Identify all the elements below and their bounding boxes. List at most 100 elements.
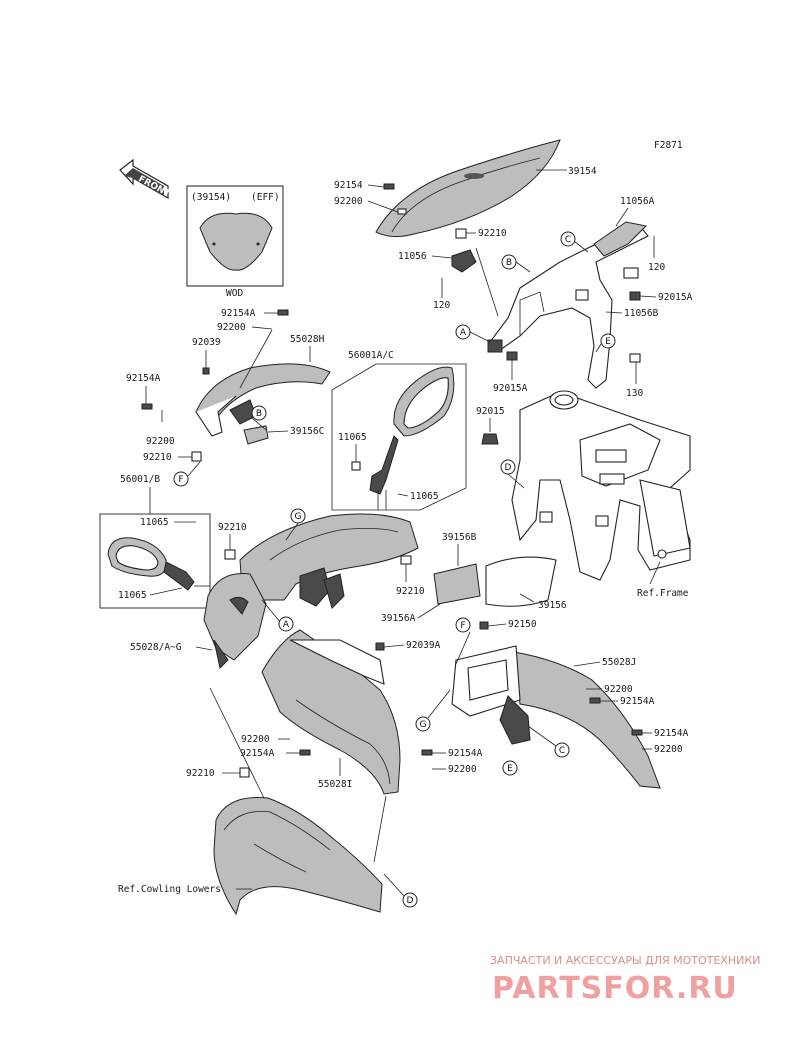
front-arrow-icon: FRONT <box>119 158 172 200</box>
bolt-icon <box>383 183 395 190</box>
mirror-box-56001B <box>99 513 211 609</box>
label-56001B: 56001/B <box>120 474 160 485</box>
label-92154A-4: 92154A <box>654 728 689 739</box>
svg-text:F: F <box>178 475 183 485</box>
label-55028H: 55028H <box>290 334 325 345</box>
callout-f2: F <box>455 617 471 633</box>
callout-c1: C <box>560 231 576 247</box>
label-92154A-6: 92154A <box>448 748 483 759</box>
callout-f1: F <box>173 471 189 487</box>
label-92150: 92150 <box>508 619 537 630</box>
label-92210-3: 92210 <box>218 522 247 533</box>
svg-text:C: C <box>565 235 571 245</box>
bracket-11056 <box>451 249 477 273</box>
label-39156: 39156 <box>538 600 567 611</box>
label-11056A: 11056A <box>620 196 655 207</box>
label-92039: 92039 <box>192 337 221 348</box>
svg-text:F: F <box>460 621 465 631</box>
inner-cover-55028H <box>195 363 331 445</box>
label-92200-top: 92200 <box>334 196 363 207</box>
label-92015A-1: 92015A <box>658 292 693 303</box>
label-11056: 11056 <box>398 251 427 262</box>
lower-cowling-reference <box>213 796 383 916</box>
label-92210-4: 92210 <box>396 586 425 597</box>
pad-39156B <box>433 563 481 605</box>
label-ref-cowling: Ref.Cowling Lowers <box>118 884 221 895</box>
frame-reference <box>511 390 691 581</box>
label-11065-c: 11065 <box>140 517 169 528</box>
side-cover-55028J <box>451 645 661 789</box>
svg-text:E: E <box>507 764 513 774</box>
callout-g1: G <box>290 508 306 524</box>
label-120-left: 120 <box>433 300 450 311</box>
inset-caption: WOD <box>226 288 243 299</box>
label-39156B: 39156B <box>442 532 477 543</box>
callout-c2: C <box>554 742 570 758</box>
label-11065-a: 11065 <box>338 432 367 443</box>
side-cover-55028A-G <box>203 572 267 670</box>
label-55028AG: 55028/A~G <box>130 642 182 653</box>
label-92015A-2: 92015A <box>493 383 528 394</box>
callout-b1: B <box>501 254 517 270</box>
watermark-tagline: ЗАПЧАСТИ И АКСЕССУАРЫ ДЛЯ МОТОТЕХНИКИ <box>490 954 760 967</box>
callout-a1: A <box>455 324 471 340</box>
inset-part: (39154) <box>191 192 231 203</box>
svg-text:D: D <box>407 896 414 906</box>
label-92154A-2: 92154A <box>126 373 161 384</box>
label-92200-4: 92200 <box>654 744 683 755</box>
label-55028J: 55028J <box>602 657 636 668</box>
svg-text:D: D <box>505 463 512 473</box>
label-39156C: 39156C <box>290 426 324 437</box>
label-92154A-5: 92154A <box>240 748 275 759</box>
label-92154-top: 92154 <box>334 180 363 191</box>
label-92200-1: 92200 <box>217 322 246 333</box>
watermark: ЗАПЧАСТИ И АКСЕССУАРЫ ДЛЯ МОТОТЕХНИКИ PA… <box>490 954 760 1006</box>
svg-text:C: C <box>559 746 565 756</box>
windshield <box>375 139 561 238</box>
svg-text:G: G <box>295 512 302 522</box>
callout-e2: E <box>502 760 518 776</box>
label-120-right: 120 <box>648 262 665 273</box>
center-cover-55028I <box>261 629 401 795</box>
label-55028I: 55028I <box>318 779 352 790</box>
callout-d1: D <box>500 459 516 475</box>
upper-inner-cover <box>239 513 419 609</box>
callout-d2: D <box>402 892 418 908</box>
label-92200-3: 92200 <box>604 684 633 695</box>
pad-39156 <box>485 556 557 607</box>
callout-b2: B <box>251 405 267 421</box>
svg-text:A: A <box>283 620 290 630</box>
figure-code: F2871 <box>654 140 683 151</box>
label-56001AC: 56001A/C <box>348 350 394 361</box>
svg-text:B: B <box>506 258 512 268</box>
callout-e1: E <box>600 333 616 349</box>
label-92200-2: 92200 <box>146 436 175 447</box>
label-39156A: 39156A <box>381 613 416 624</box>
label-92154A-3: 92154A <box>620 696 655 707</box>
label-92210-top: 92210 <box>478 228 507 239</box>
svg-text:B: B <box>256 409 262 419</box>
label-92210-2: 92210 <box>143 452 172 463</box>
callout-a2: A <box>278 616 294 632</box>
label-39154: 39154 <box>568 166 597 177</box>
inset-tag: (EFF) <box>251 192 280 203</box>
svg-text:G: G <box>420 720 427 730</box>
label-130: 130 <box>626 388 643 399</box>
svg-text:A: A <box>460 328 467 338</box>
label-11065-d: 11065 <box>118 590 147 601</box>
label-92200-5: 92200 <box>241 734 270 745</box>
label-ref-frame: Ref.Frame <box>637 588 689 599</box>
label-92039A: 92039A <box>406 640 441 651</box>
watermark-brand: PARTSFOR.RU <box>492 971 738 1006</box>
label-11056B: 11056B <box>624 308 659 319</box>
label-92200-6: 92200 <box>448 764 477 775</box>
label-92015: 92015 <box>476 406 505 417</box>
mirror-box-56001AC <box>331 363 467 511</box>
label-92154A-1: 92154A <box>221 308 256 319</box>
label-11065-b: 11065 <box>410 491 439 502</box>
callout-g2: G <box>415 716 431 732</box>
svg-text:E: E <box>605 337 611 347</box>
inset-windshield-variant: (39154) (EFF) WOD <box>186 185 284 299</box>
label-92210-5: 92210 <box>186 768 215 779</box>
